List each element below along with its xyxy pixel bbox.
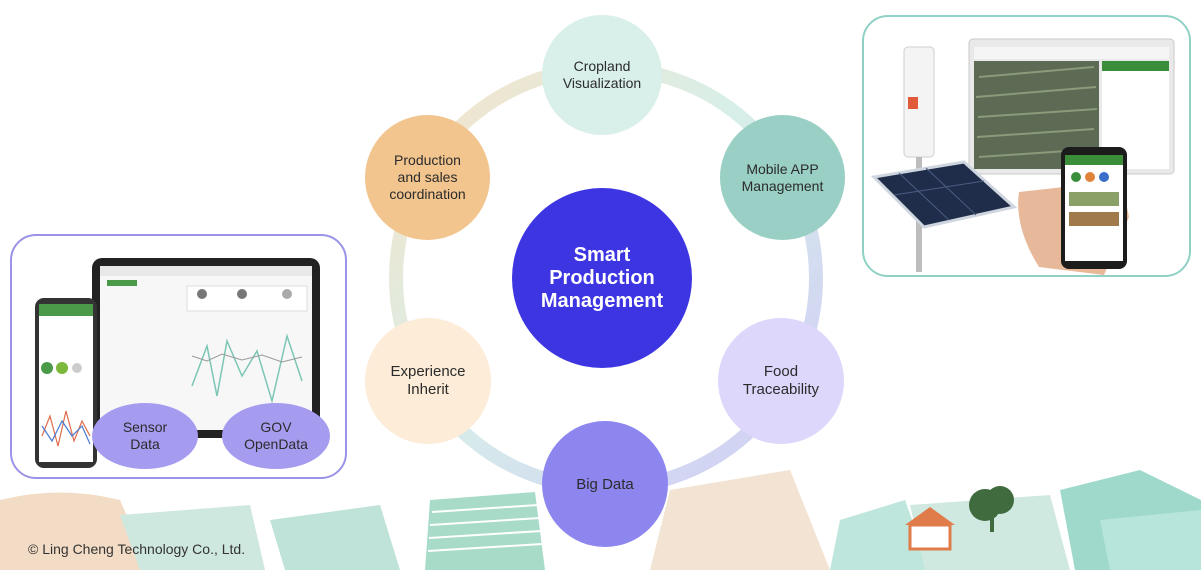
center-circle: Smart Production Management [512, 188, 692, 368]
node-label: Food Traceability [742, 363, 820, 398]
node-experience-inherit: Experience Inherit [365, 318, 491, 444]
node-label: Big Data [576, 475, 634, 493]
node-label: Experience Inherit [390, 363, 466, 398]
tablet-dashboard-illustration [35, 258, 320, 468]
badge-gov-opendata: GOV OpenData [222, 403, 330, 469]
left-device-panel: Sensor Data GOV OpenData [10, 234, 347, 479]
badge-sensor-data: Sensor Data [92, 403, 198, 469]
node-production-sales: Production and sales coordination [365, 115, 490, 240]
node-food-traceability: Food Traceability [718, 318, 844, 444]
weather-station-illustration [870, 38, 1175, 275]
node-mobile-app-management: Mobile APP Management [720, 115, 845, 240]
node-cropland-visualization: Cropland Visualization [542, 15, 662, 135]
badge-label: GOV OpenData [244, 419, 308, 452]
copyright-text: © Ling Cheng Technology Co., Ltd. [28, 541, 246, 557]
right-device-panel [862, 15, 1191, 277]
node-label: Production and sales coordination [389, 152, 466, 202]
badge-label: Sensor Data [122, 419, 168, 452]
center-label: Smart Production Management [540, 243, 664, 312]
node-big-data: Big Data [542, 421, 668, 547]
node-label: Mobile APP Management [741, 160, 824, 194]
node-label: Cropland Visualization [562, 58, 642, 91]
